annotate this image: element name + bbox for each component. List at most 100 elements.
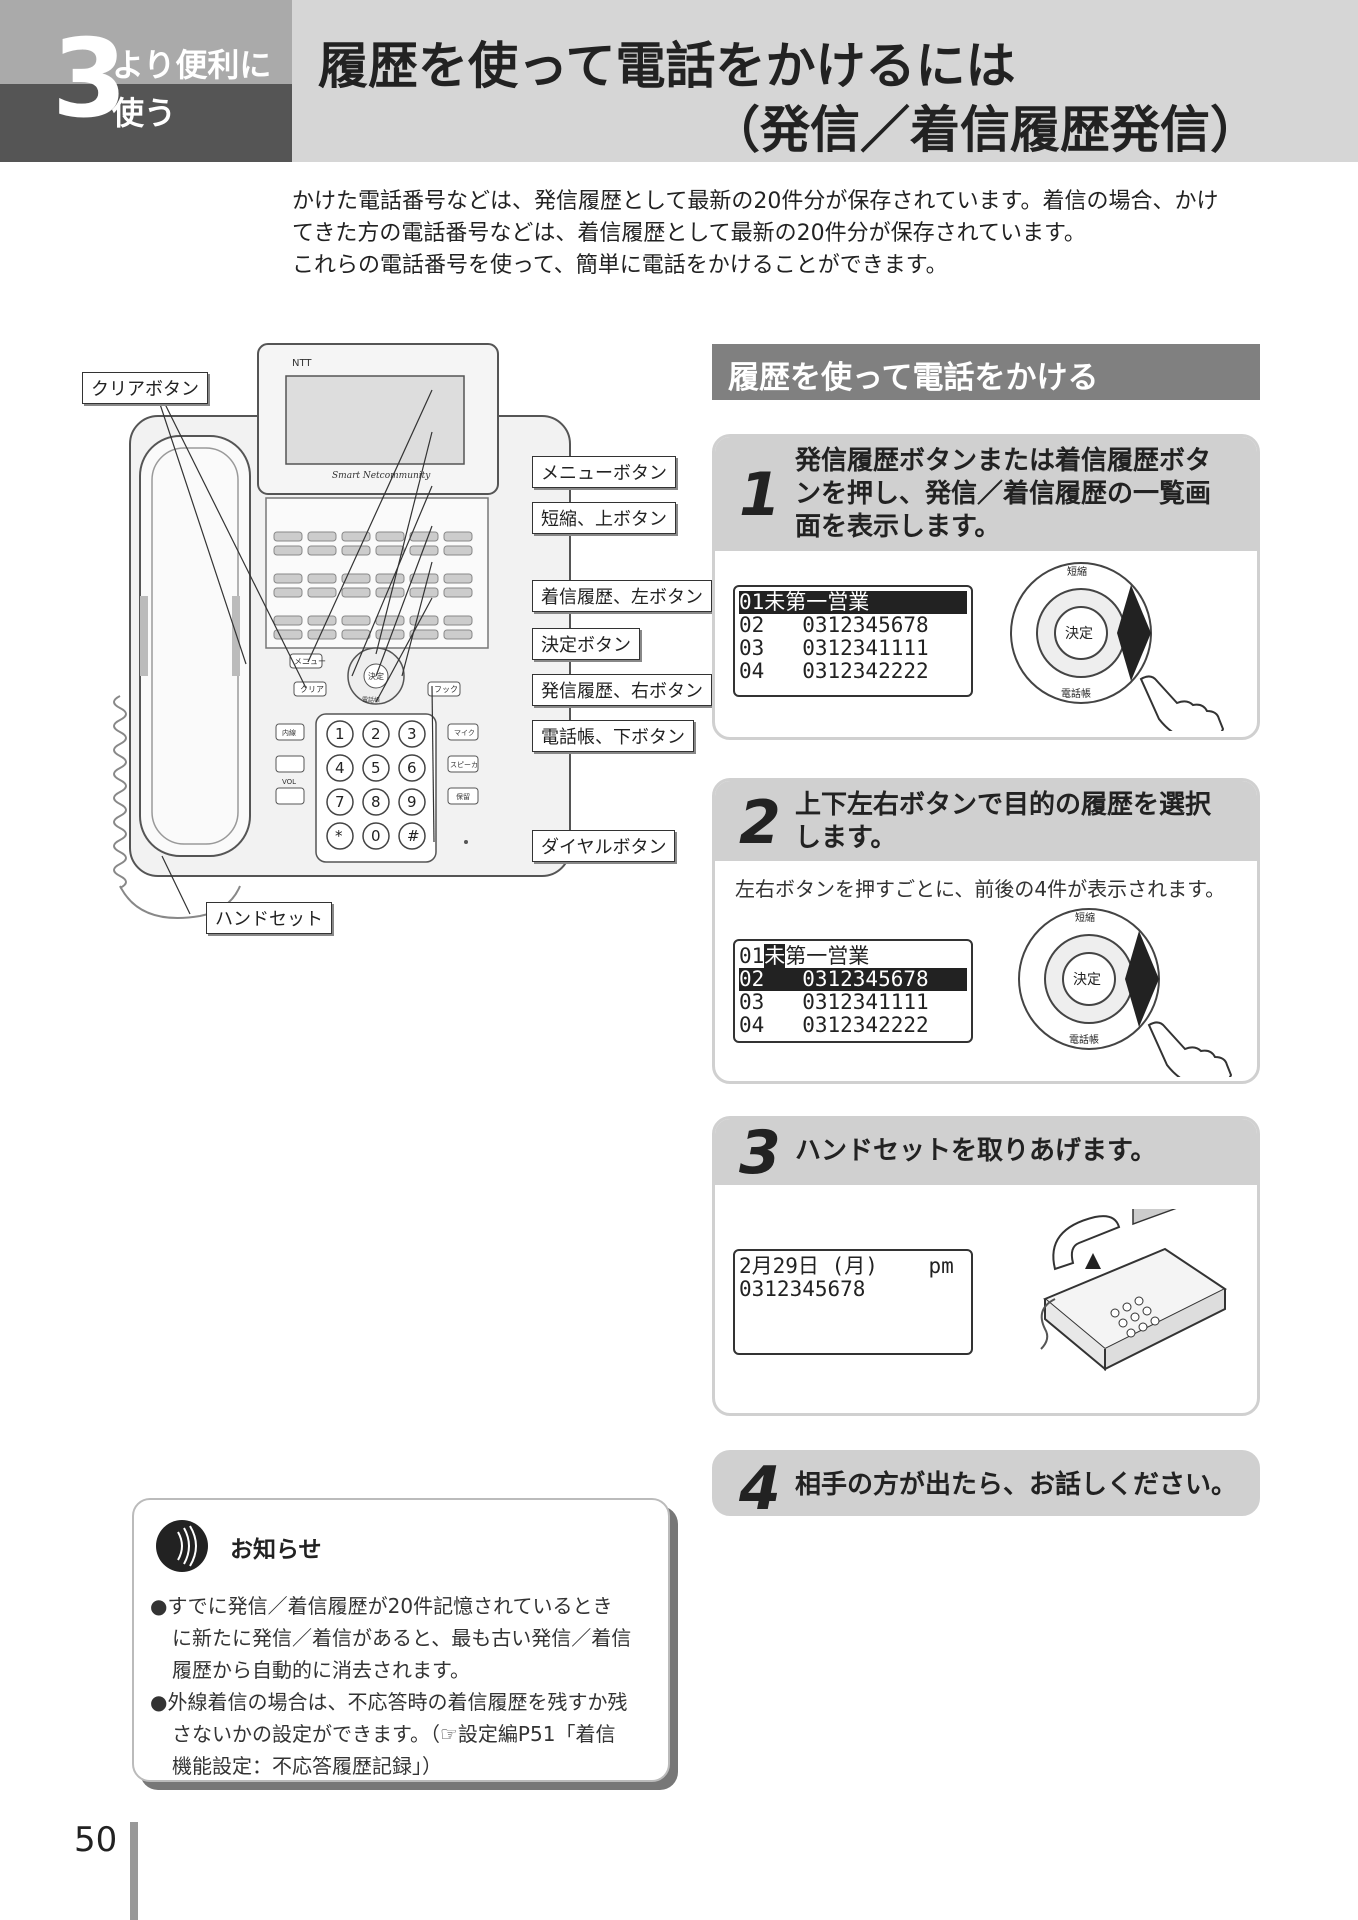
svg-text:保留: 保留 [456, 792, 470, 801]
step-1-text: 発信履歴ボタンまたは着信履歴ボタ ンを押し、発信／着信履歴の一覧画 面を表示しま… [795, 445, 1211, 544]
callout-clear-button: クリアボタン [82, 372, 208, 404]
page-number: 50 [74, 1820, 118, 1860]
dial-key-label: 0 [371, 827, 381, 845]
notice-body: ●すでに発信／着信履歴が20件記憶されているとき に新たに発信／着信があると、最… [150, 1590, 660, 1782]
notice-line: に新たに発信／着信があると、最も古い発信／着信 [172, 1626, 632, 1650]
notice-title: お知らせ [230, 1537, 322, 1563]
svg-text:決定: 決定 [1065, 626, 1093, 642]
svg-text:電話帳: 電話帳 [362, 696, 380, 704]
dial-key [362, 822, 390, 850]
svg-text:VOL: VOL [282, 778, 296, 786]
dpad-right-press: 決定 短縮 電話帳 [1018, 908, 1233, 1077]
svg-text:Smart Netcommunity: Smart Netcommunity [332, 471, 431, 481]
dial-key-label: 1 [335, 725, 345, 743]
svg-text:マイク: マイク [454, 729, 475, 737]
dial-key [326, 788, 354, 816]
lcd-row: 03 0312341111 [739, 990, 929, 1014]
step-2-text-line2: します。 [795, 823, 897, 853]
dial-key-label: 8 [371, 793, 381, 811]
section-title: 履歴を使って電話をかける [712, 344, 1260, 400]
lcd-row: 04 0312342222 [739, 1013, 929, 1037]
page-edge-bar [130, 1822, 138, 1920]
dial-key [362, 720, 390, 748]
dial-key-label: * [335, 827, 343, 845]
dial-key [398, 788, 426, 816]
step-2: 2 上下左右ボタンで目的の履歴を選択 します。 左右ボタンを押すごとに、前後の4… [712, 778, 1260, 1084]
step-1-text-line1: 発信履歴ボタンまたは着信履歴ボタ [795, 446, 1212, 476]
dial-key-label: 3 [407, 725, 417, 743]
callout-menu-button: メニューボタン [532, 456, 676, 488]
callout-incoming-left-button: 着信履歴、左ボタン [532, 580, 712, 612]
step-2-lcd: 01未第一営業 02 0312345678 03 0312341111 04 0… [733, 939, 973, 1043]
lcd-row: 01未第一営業 [739, 591, 967, 614]
dial-key-label: # [407, 827, 420, 845]
step-1-text-line2: ンを押し、発信／着信履歴の一覧画 [795, 479, 1212, 509]
phone-illustration: NTT Smart Netcommunity メニュー クリア フック 決定 電… [113, 343, 571, 919]
speaker-icon [156, 1520, 208, 1572]
step-3: 3 ハンドセットを取りあげます。 2月29日 (月) pm 3:05 03123… [712, 1116, 1260, 1416]
dial-key [362, 788, 390, 816]
dial-key-label: 4 [335, 759, 345, 777]
step-4-number: 4 [739, 1454, 781, 1516]
svg-text:NTT: NTT [292, 358, 312, 369]
svg-text:決定: 決定 [1073, 972, 1101, 988]
svg-text:短縮: 短縮 [1075, 911, 1095, 924]
intro-line3: これらの電話番号を使って、簡単に電話をかけることができます。 [292, 253, 948, 278]
dial-key-label: 7 [335, 793, 345, 811]
dial-key-label: 9 [407, 793, 417, 811]
step-3-number: 3 [739, 1118, 781, 1188]
callout-enter-button: 決定ボタン [532, 628, 640, 660]
step-1: 1 発信履歴ボタンまたは着信履歴ボタ ンを押し、発信／着信履歴の一覧画 面を表示… [712, 434, 1260, 740]
phone-lift-illustration [1040, 1209, 1227, 1372]
chapter-label-line2: 使う [112, 94, 177, 132]
svg-text:電話帳: 電話帳 [1069, 1033, 1099, 1046]
step-2-text-line1: 上下左右ボタンで目的の履歴を選択 [795, 790, 1212, 820]
notice-item-2: ●外線着信の場合は、不応答時の着信履歴を残すか残 さないかの設定ができます。（☞… [150, 1686, 660, 1782]
step-1-lcd: 01未第一営業 02 0312345678 03 0312341111 04 0… [733, 585, 973, 697]
intro-text: かけた電話番号などは、発信履歴として最新の20件分が保存されています。着信の場合… [292, 186, 1262, 282]
callout-dial-buttons: ダイヤルボタン [532, 830, 676, 862]
step-2-subtext: 左右ボタンを押すごとに、前後の4件が表示されます。 [735, 877, 1226, 901]
svg-text:電話帳: 電話帳 [1061, 687, 1091, 700]
svg-text:内線: 内線 [282, 728, 296, 737]
lcd-row: 01未第一営業 [739, 944, 870, 968]
lcd-row: 03 0312341111 [739, 636, 929, 660]
svg-text:フック: フック [434, 685, 458, 694]
title-banner [292, 0, 1358, 162]
chapter-number: 3 [52, 17, 128, 142]
svg-text:メニュー: メニュー [294, 657, 326, 666]
section-title-text: 履歴を使って電話をかける [728, 360, 1099, 396]
svg-text:クリア: クリア [300, 685, 324, 694]
dial-key [326, 720, 354, 748]
step-4: 4 相手の方が出たら、お話しください。 [712, 1450, 1260, 1516]
notice-line: さないかの設定ができます。（☞設定編P51「着信 [172, 1722, 616, 1746]
lcd-row: 02 0312345678 [739, 613, 929, 637]
intro-line1: かけた電話番号などは、発信履歴として最新の20件分が保存されています。着信の場合… [292, 189, 1219, 214]
notice-line: ●すでに発信／着信履歴が20件記憶されているとき [150, 1594, 613, 1618]
callout-outgoing-right-button: 発信履歴、右ボタン [532, 674, 712, 706]
dial-key [398, 720, 426, 748]
step-2-text: 上下左右ボタンで目的の履歴を選択 します。 [795, 789, 1211, 855]
callout-phonebook-down-button: 電話帳、下ボタン [532, 720, 694, 752]
dpad-right-press: 決定 短縮 電話帳 [1010, 562, 1225, 731]
step-2-header: 2 上下左右ボタンで目的の履歴を選択 します。 [715, 781, 1257, 861]
dial-key-label: 5 [371, 759, 381, 777]
callout-handset: ハンドセット [206, 902, 332, 934]
chapter-tab-lower [0, 84, 292, 162]
step-3-text: ハンドセットを取りあげます。 [795, 1136, 1157, 1166]
dial-key-label: 6 [407, 759, 417, 777]
dial-key [326, 822, 354, 850]
svg-text:短縮: 短縮 [1067, 565, 1087, 578]
dial-key [398, 754, 426, 782]
notice-item-1: ●すでに発信／着信履歴が20件記憶されているとき に新たに発信／着信があると、最… [150, 1590, 660, 1686]
step-3-lcd: 2月29日 (月) pm 3:05 0312345678 [733, 1249, 973, 1355]
step-1-number: 1 [739, 460, 781, 530]
lcd-row: 2月29日 (月) pm 3:05 [739, 1254, 954, 1278]
lcd-row: 04 0312342222 [739, 659, 929, 683]
lcd-row: 02 0312345678 [739, 968, 967, 991]
step-2-number: 2 [739, 788, 781, 858]
intro-line2: てきた方の電話番号などは、着信履歴として最新の20件分が保存されています。 [292, 221, 1086, 246]
dial-key [326, 754, 354, 782]
lcd-row: 0312345678 [739, 1277, 866, 1301]
chapter-label-line1: より便利に [112, 46, 272, 84]
